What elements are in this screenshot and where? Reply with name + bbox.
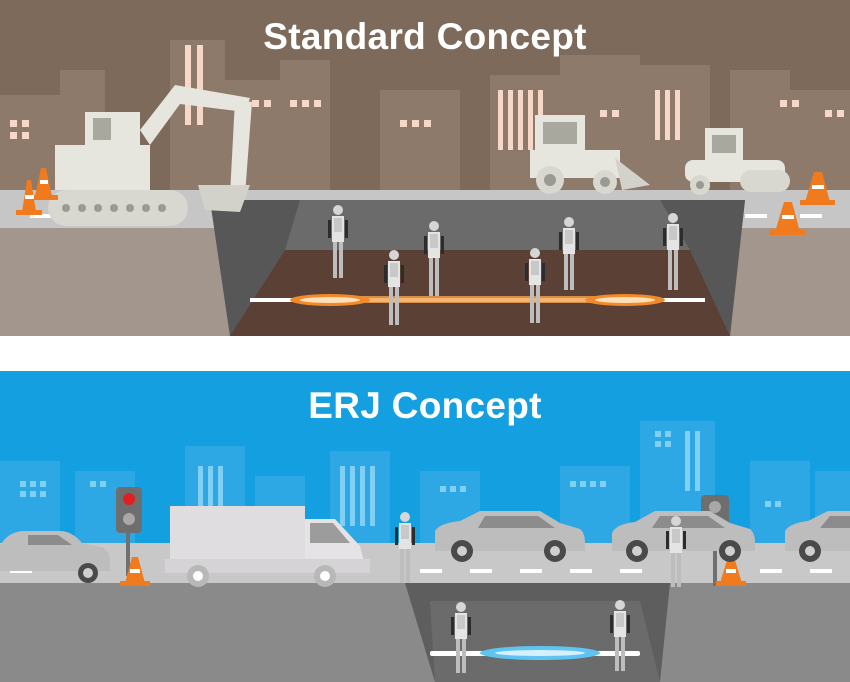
worker-icon xyxy=(451,602,471,673)
car-icon xyxy=(0,531,110,583)
excavator-icon xyxy=(48,85,252,226)
cone-stripes xyxy=(130,569,736,573)
cone-stripes xyxy=(25,180,824,219)
building-windows xyxy=(10,45,844,150)
worker-icon xyxy=(610,600,630,671)
traffic-light-red-icon xyxy=(116,487,142,576)
delivery-truck-icon xyxy=(165,506,370,587)
worker-icon xyxy=(525,248,545,323)
car-icon xyxy=(435,511,585,562)
worker-icon xyxy=(328,205,348,278)
worker-icon xyxy=(424,221,444,296)
worker-icon xyxy=(395,512,415,583)
cable-with-joints xyxy=(430,646,640,660)
car-icon xyxy=(785,511,850,562)
wheel-loader-icon xyxy=(530,115,650,194)
erj-concept-panel: ERJ Concept xyxy=(0,371,850,682)
cable-with-joints xyxy=(250,294,705,306)
trench-floor xyxy=(230,250,730,336)
erj-concept-title: ERJ Concept xyxy=(308,385,542,426)
construction-workers xyxy=(395,512,686,673)
trench-left-wall xyxy=(210,200,300,336)
erj-scene xyxy=(0,371,850,682)
standard-concept-panel: Standard Concept xyxy=(0,0,850,336)
standard-scene xyxy=(0,0,850,336)
worker-icon xyxy=(666,516,686,587)
worker-icon xyxy=(663,213,683,290)
worker-icon xyxy=(384,250,404,325)
worker-icon xyxy=(559,217,579,290)
road-roller-icon xyxy=(685,128,790,195)
trench-floor xyxy=(430,601,660,682)
building-windows xyxy=(20,431,781,526)
construction-workers xyxy=(328,205,683,325)
standard-concept-title: Standard Concept xyxy=(263,16,587,57)
